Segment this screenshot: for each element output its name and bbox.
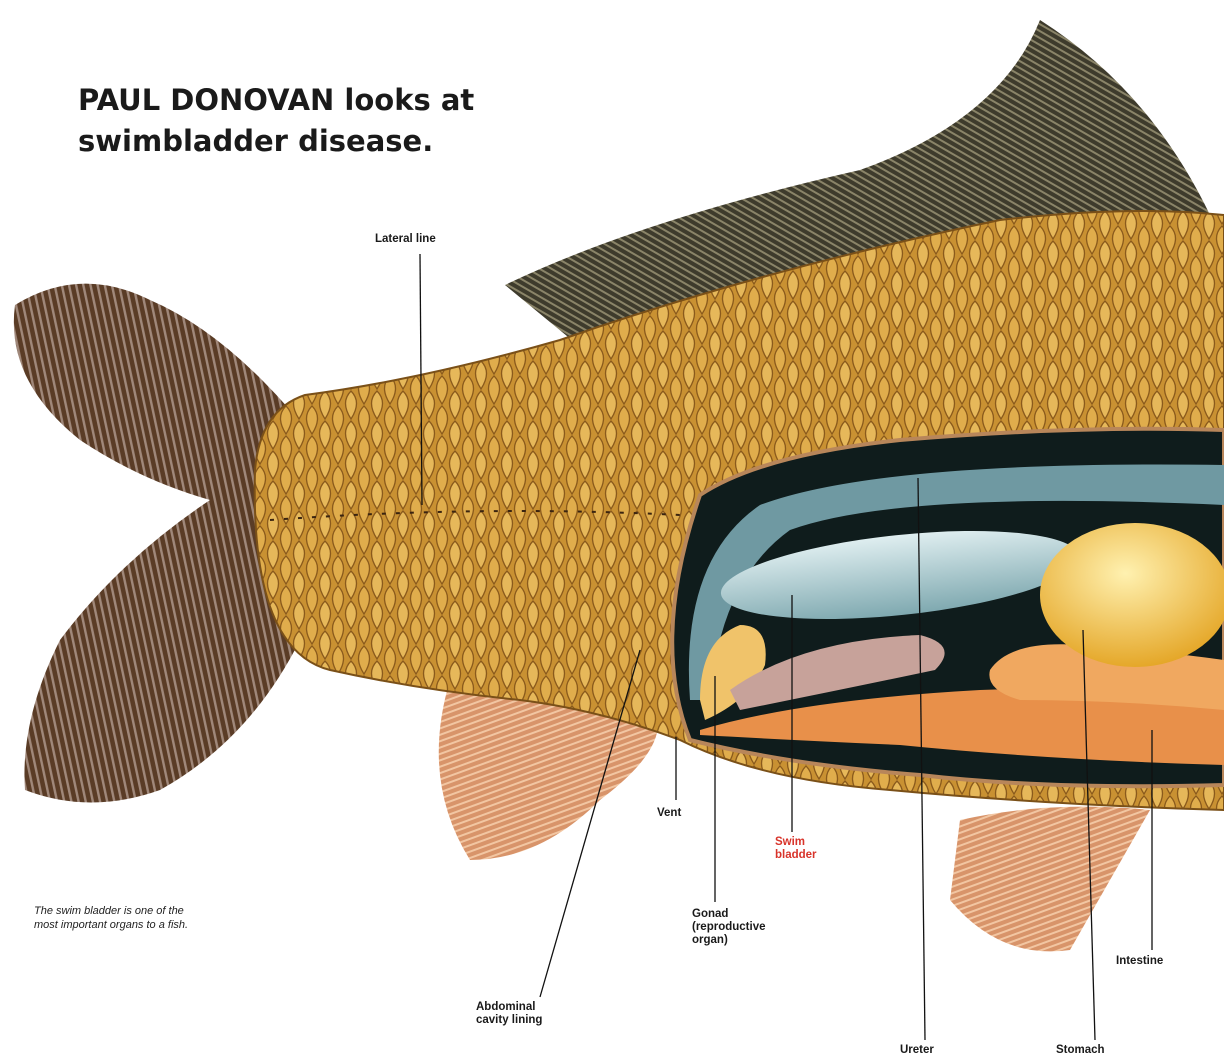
label-gonad: Gonad (reproductive organ): [692, 908, 766, 947]
label-vent: Vent: [657, 807, 681, 820]
label-gonad-line-1: Gonad: [692, 908, 766, 921]
label-gonad-line-2: (reproductive: [692, 921, 766, 934]
illustration-caption: The swim bladder is one of the most impo…: [34, 904, 304, 932]
label-abdominal-cavity-lining: Abdominal cavity lining: [476, 1001, 542, 1027]
stomach: [1040, 523, 1224, 667]
label-swim-bladder-line-1: Swim: [775, 836, 817, 849]
caption-line-2: most important organs to a fish.: [34, 918, 304, 932]
label-swim-bladder: Swim bladder: [775, 836, 817, 862]
label-lateral-line: Lateral line: [375, 233, 436, 246]
label-intestine: Intestine: [1116, 955, 1163, 968]
label-swim-bladder-line-2: bladder: [775, 849, 817, 862]
pelvic-fin: [950, 807, 1150, 952]
label-ureter: Ureter: [900, 1044, 934, 1057]
caption-line-1: The swim bladder is one of the: [34, 904, 304, 918]
label-gonad-line-3: organ): [692, 934, 766, 947]
label-abdominal-line-1: Abdominal: [476, 1001, 542, 1014]
label-abdominal-line-2: cavity lining: [476, 1014, 542, 1027]
label-stomach: Stomach: [1056, 1044, 1105, 1057]
